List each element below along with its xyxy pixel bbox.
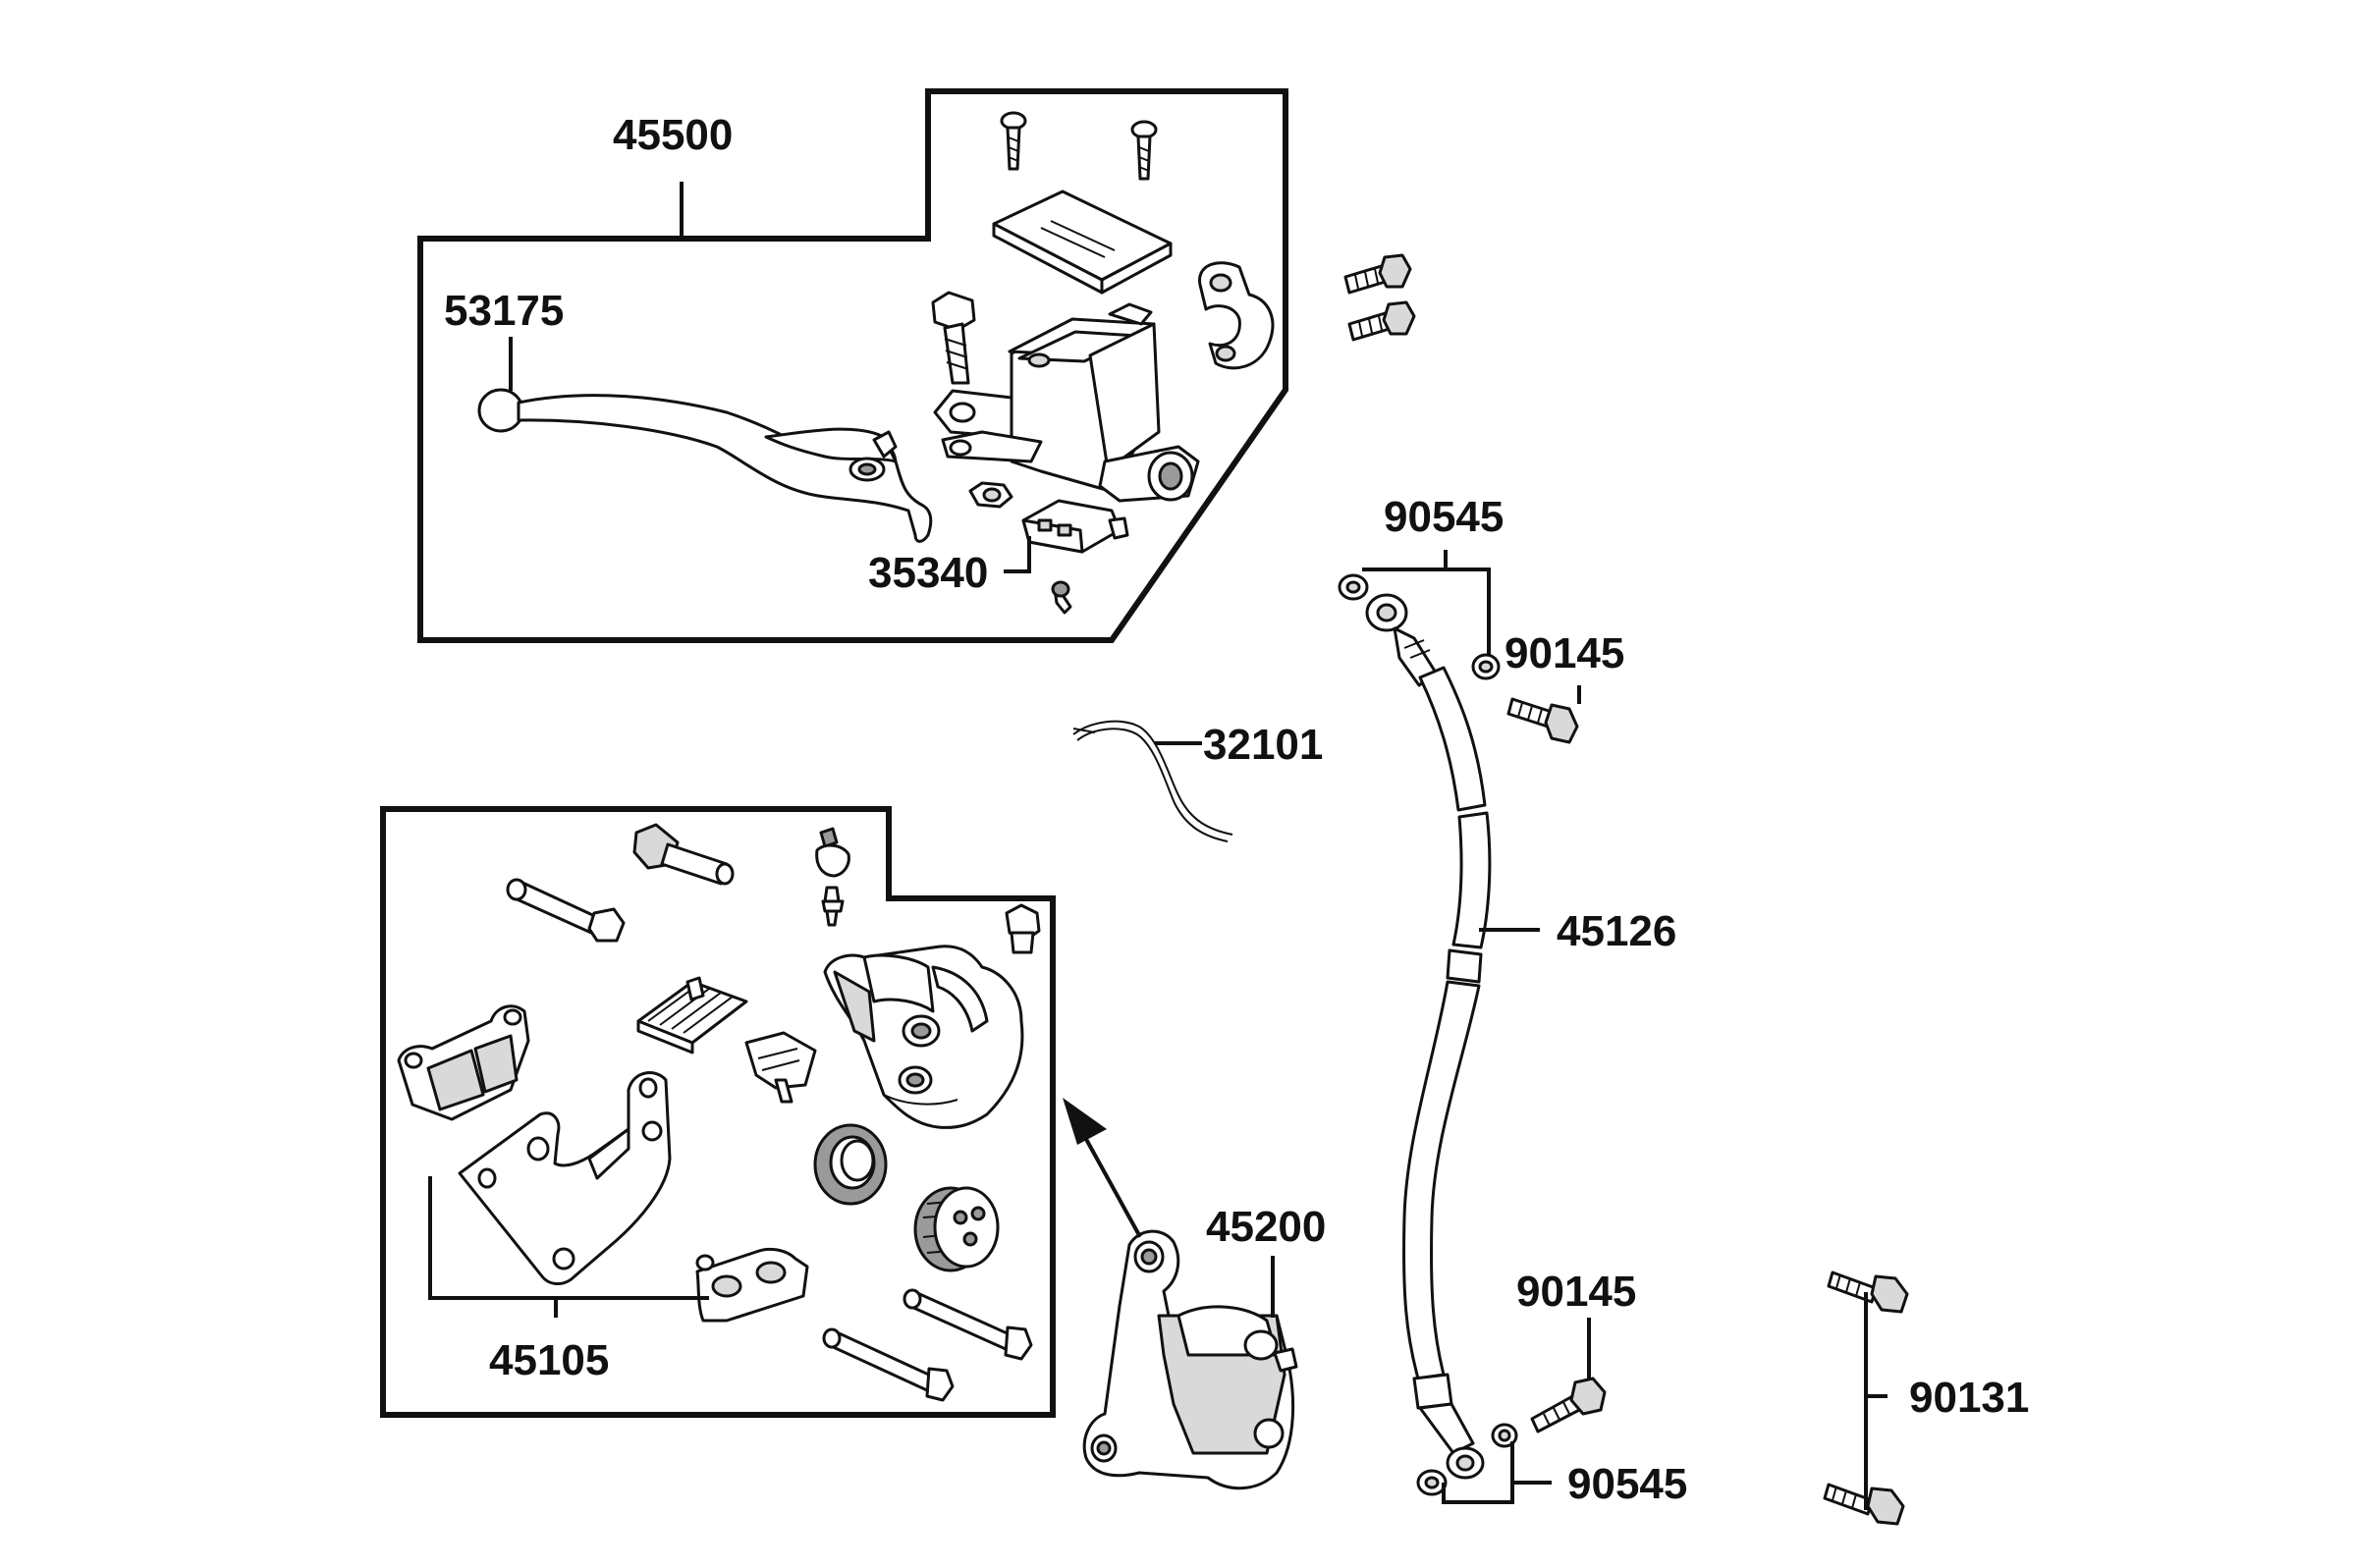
banjo-bolt-top [1506,697,1579,744]
pivot-nut [968,481,1013,509]
label-53175: 53175 [444,287,564,335]
leader-lines [428,182,1888,1510]
brake-hose [1338,573,1518,1496]
brake-lever [477,388,933,543]
label-90545-bottom: 90545 [1567,1460,1687,1508]
bleeder-cap [815,827,850,878]
switch-screw [1051,580,1072,615]
piston-seal [813,1123,888,1206]
label-35340: 35340 [868,549,988,597]
label-45105: 45105 [489,1336,609,1384]
loose-bolts-top [1343,253,1416,342]
brake-pad-left [397,1004,530,1121]
brake-pad-right [695,1247,809,1323]
label-45200: 45200 [1206,1203,1326,1251]
caliper-bracket [458,1071,672,1285]
reservoir-cap [992,189,1173,295]
label-45126: 45126 [1557,907,1676,955]
brake-light-switch [1021,499,1129,554]
guide-pin-long [506,878,626,943]
bolt-90131-lower [1823,1483,1905,1526]
pad-spring-upper [636,976,748,1054]
cap-screw-left [1000,111,1027,171]
cap-screw-right [1130,120,1158,181]
part-labels: 45500 53175 35340 90545 90145 32101 4512… [444,111,2029,1508]
bleeder-nut [1005,903,1041,954]
caliper-kit-group [380,806,1056,1418]
banjo-bolt-bottom [1530,1377,1607,1433]
caliper-assembly [1082,1229,1298,1490]
master-cylinder-group [417,88,1288,643]
brake-wire [1072,720,1233,842]
label-45500: 45500 [613,111,733,159]
handlebar-clamp [1198,261,1275,370]
label-90131: 90131 [1909,1374,2029,1422]
piston [913,1186,1000,1272]
label-90145-top: 90145 [1505,629,1624,677]
label-90545-top: 90545 [1384,493,1504,541]
label-90145-bottom: 90145 [1516,1268,1636,1316]
slide-pin-upper [903,1288,1033,1361]
master-cylinder-body [933,302,1200,503]
pad-spring-lower [744,1031,817,1104]
explode-arrow [1063,1098,1142,1238]
caliper-body [823,945,1024,1129]
caliper-kit-box [380,806,1056,1418]
bleeder-screw [821,886,845,927]
guide-pin-short [632,823,735,886]
slide-pin-lower [822,1327,955,1402]
label-32101: 32101 [1203,721,1323,769]
pivot-bolt [931,291,976,385]
master-cylinder-kit-box [417,88,1288,643]
